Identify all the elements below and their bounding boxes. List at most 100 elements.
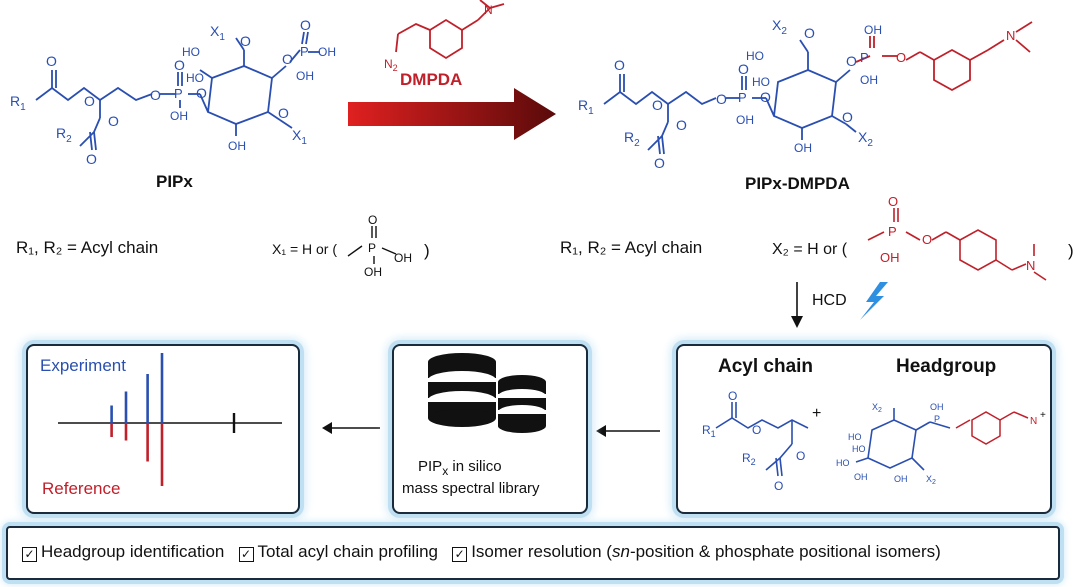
- svg-text:HO: HO: [186, 71, 204, 85]
- svg-text:OH: OH: [794, 141, 812, 155]
- svg-text:P: P: [860, 50, 869, 65]
- pipx-dmpda-label: PIPx-DMPDA: [745, 174, 850, 193]
- svg-text:): ): [424, 241, 430, 260]
- svg-text:HO: HO: [848, 432, 862, 442]
- svg-text:OH: OH: [854, 472, 868, 482]
- svg-text:N: N: [1006, 28, 1015, 43]
- svg-text:O: O: [368, 213, 377, 227]
- svg-text:X2: X2: [926, 474, 936, 486]
- svg-text:OH: OH: [228, 139, 246, 153]
- headgroup-title: Headgroup: [896, 356, 997, 377]
- svg-text:): ): [1068, 241, 1074, 260]
- svg-text:P: P: [300, 44, 309, 59]
- svg-text:HO: HO: [182, 45, 200, 59]
- svg-text:O: O: [174, 57, 185, 73]
- svg-text:O: O: [150, 87, 161, 103]
- feature-headgroup: Headgroup identification: [41, 542, 225, 561]
- svg-text:O: O: [804, 25, 815, 41]
- svg-text:O: O: [896, 50, 906, 65]
- svg-text:+: +: [812, 405, 821, 422]
- svg-text:O: O: [760, 89, 771, 105]
- checkbox-icon: ✓: [452, 547, 468, 562]
- svg-text:N: N: [484, 3, 493, 17]
- svg-text:OH: OH: [170, 109, 188, 123]
- svg-text:OH: OH: [364, 265, 382, 279]
- svg-text:HO: HO: [852, 444, 866, 454]
- svg-text:X2: X2: [872, 402, 882, 414]
- feature-isomer-em: sn: [611, 542, 630, 561]
- pipx-label: PIPx: [156, 172, 193, 191]
- svg-text:P: P: [738, 90, 747, 105]
- svg-text:O: O: [86, 151, 97, 167]
- svg-text:O: O: [300, 17, 311, 33]
- svg-text:O: O: [796, 449, 805, 463]
- checkbox-icon: ✓: [238, 547, 254, 562]
- svg-text:O: O: [774, 479, 783, 493]
- svg-text:OH: OH: [318, 45, 336, 59]
- svg-text:O: O: [752, 423, 761, 437]
- svg-text:O: O: [922, 232, 932, 247]
- lightning-icon: [860, 282, 888, 320]
- svg-text:O: O: [614, 57, 625, 73]
- fragments-panel: [676, 344, 1052, 514]
- svg-text:OH: OH: [860, 73, 878, 87]
- svg-text:O: O: [240, 33, 251, 49]
- svg-text:OH: OH: [736, 113, 754, 127]
- svg-text:O: O: [846, 53, 857, 69]
- svg-text:+: +: [1040, 410, 1046, 421]
- svg-text:OH: OH: [296, 69, 314, 83]
- reference-label: Reference: [42, 479, 121, 498]
- x1-phosphate-group: [347, 226, 397, 264]
- svg-text:N: N: [1030, 416, 1037, 427]
- feature-isomer-post: -position & phosphate positional isomers…: [629, 542, 941, 561]
- dmpda-structure: [395, 0, 505, 60]
- feature-isomer-pre: Isomer resolution (: [471, 542, 612, 561]
- svg-text:OH: OH: [394, 251, 412, 265]
- svg-text:P: P: [368, 241, 376, 255]
- svg-text:OH: OH: [864, 23, 882, 37]
- svg-text:O: O: [842, 109, 853, 125]
- svg-text:P: P: [888, 224, 897, 239]
- x1-definition: X₁ = H or (: [272, 241, 338, 257]
- svg-text:O: O: [196, 85, 207, 101]
- reaction-arrow: [348, 88, 556, 140]
- svg-text:O: O: [46, 53, 57, 69]
- svg-text:HO: HO: [752, 75, 770, 89]
- experiment-label: Experiment: [40, 356, 126, 375]
- right-r-legend: R₁, R₂ = Acyl chain: [560, 238, 703, 257]
- svg-text:O: O: [888, 194, 898, 209]
- library-panel: [392, 344, 588, 514]
- svg-text:R2: R2: [742, 451, 756, 467]
- hcd-label: HCD: [812, 292, 847, 309]
- svg-text:O: O: [738, 61, 749, 77]
- svg-text:O: O: [652, 97, 663, 113]
- svg-text:N: N: [1026, 258, 1035, 273]
- svg-text:O: O: [278, 105, 289, 121]
- svg-text:OH: OH: [930, 402, 944, 412]
- pipx-dmpda-structure: [603, 39, 857, 155]
- svg-text:O: O: [108, 113, 119, 129]
- svg-text:OH: OH: [894, 474, 908, 484]
- feature-acyl: Total acyl chain profiling: [257, 542, 439, 561]
- feature-bar: [6, 526, 1060, 580]
- svg-text:P: P: [934, 414, 940, 424]
- svg-text:OH: OH: [880, 250, 900, 265]
- x2-definition: X₂ = H or (: [772, 241, 848, 258]
- svg-text:O: O: [282, 51, 293, 67]
- svg-text:O: O: [654, 155, 665, 171]
- svg-text:O: O: [716, 91, 727, 107]
- svg-text:HO: HO: [746, 49, 764, 63]
- svg-text:O: O: [84, 93, 95, 109]
- svg-text:O: O: [676, 117, 687, 133]
- feature-list: ✓Headgroup identification ✓Total acyl ch…: [22, 542, 941, 562]
- acyl-chain-title: Acyl chain: [718, 356, 814, 377]
- pipx-structure: [35, 31, 320, 151]
- svg-text:HO: HO: [836, 458, 850, 468]
- library-caption-line2: mass spectral library: [402, 480, 540, 497]
- left-r-legend: R₁, R₂ = Acyl chain: [16, 238, 159, 257]
- library-caption-line1: PIPx in silico: [418, 458, 502, 478]
- svg-text:R1: R1: [702, 423, 716, 439]
